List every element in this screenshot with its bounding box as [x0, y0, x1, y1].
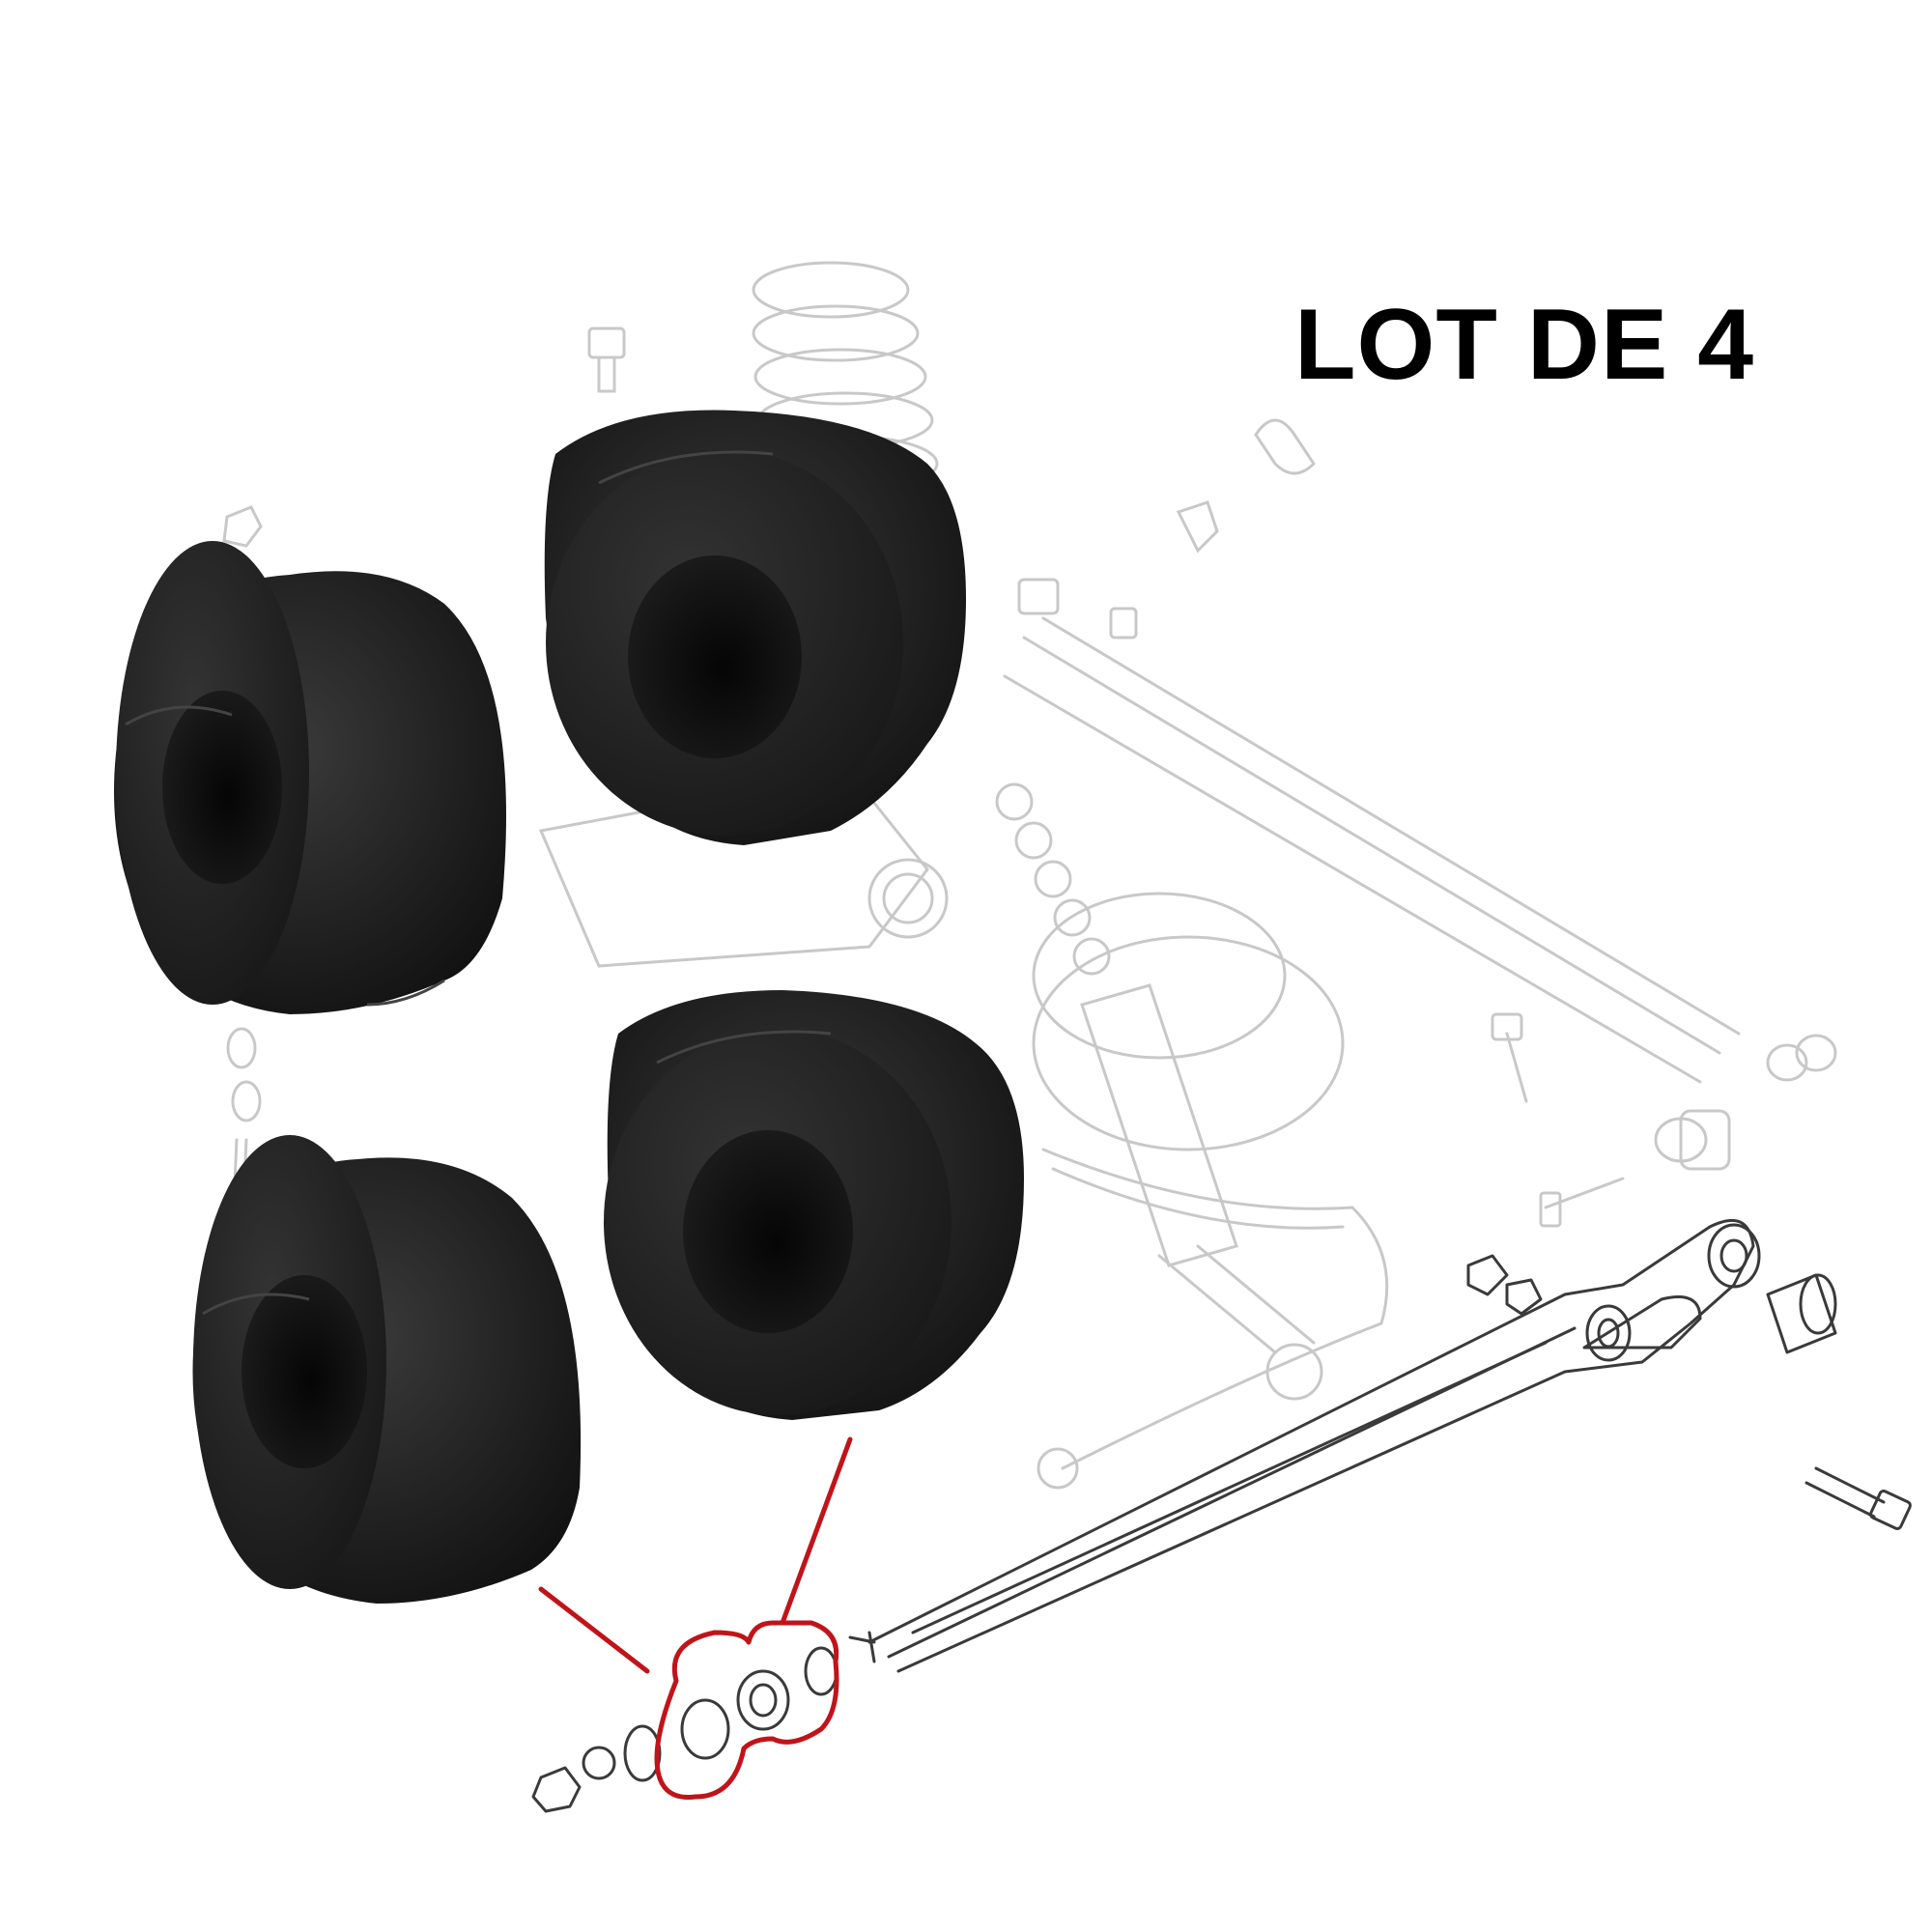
- highlight-callout: [538, 1436, 853, 1800]
- shock-absorber-icon: [995, 782, 1323, 1401]
- callout-line-left: [538, 1586, 650, 1674]
- bracket-icon: [1017, 578, 1060, 615]
- rubber-bushing-icon: [604, 990, 1024, 1420]
- callout-line-right: [780, 1436, 853, 1626]
- clip-icon: [1176, 500, 1219, 554]
- rubber-bushing-4: [604, 990, 1024, 1420]
- axle-tube-icon: [1003, 616, 1741, 1084]
- rubber-bushing-icon: [544, 410, 966, 845]
- red-outline-callout-icon: [654, 1620, 839, 1800]
- trailing-arm-icon: [531, 1218, 1912, 1813]
- bolt-icon: [1491, 1012, 1528, 1103]
- rubber-bushing-3: [192, 1135, 582, 1604]
- nut-icon: [222, 505, 263, 548]
- bolt-icon: [1109, 607, 1138, 639]
- bolt-icon: [1539, 1177, 1625, 1228]
- stabilizer-bar-icon: [1037, 1148, 1389, 1490]
- rubber-bushing-1: [114, 541, 506, 1014]
- right-bushing-icon: [1654, 1034, 1837, 1171]
- rubber-bushing-icon: [192, 1135, 582, 1604]
- bolt-icon: [587, 327, 626, 393]
- drum-icon: [1032, 892, 1345, 1151]
- clamp-icon: [1254, 418, 1316, 475]
- quantity-caption: LOT DE 4: [1294, 289, 1755, 401]
- rubber-bushing-icon: [114, 541, 506, 1014]
- rubber-bushing-2: [544, 410, 966, 845]
